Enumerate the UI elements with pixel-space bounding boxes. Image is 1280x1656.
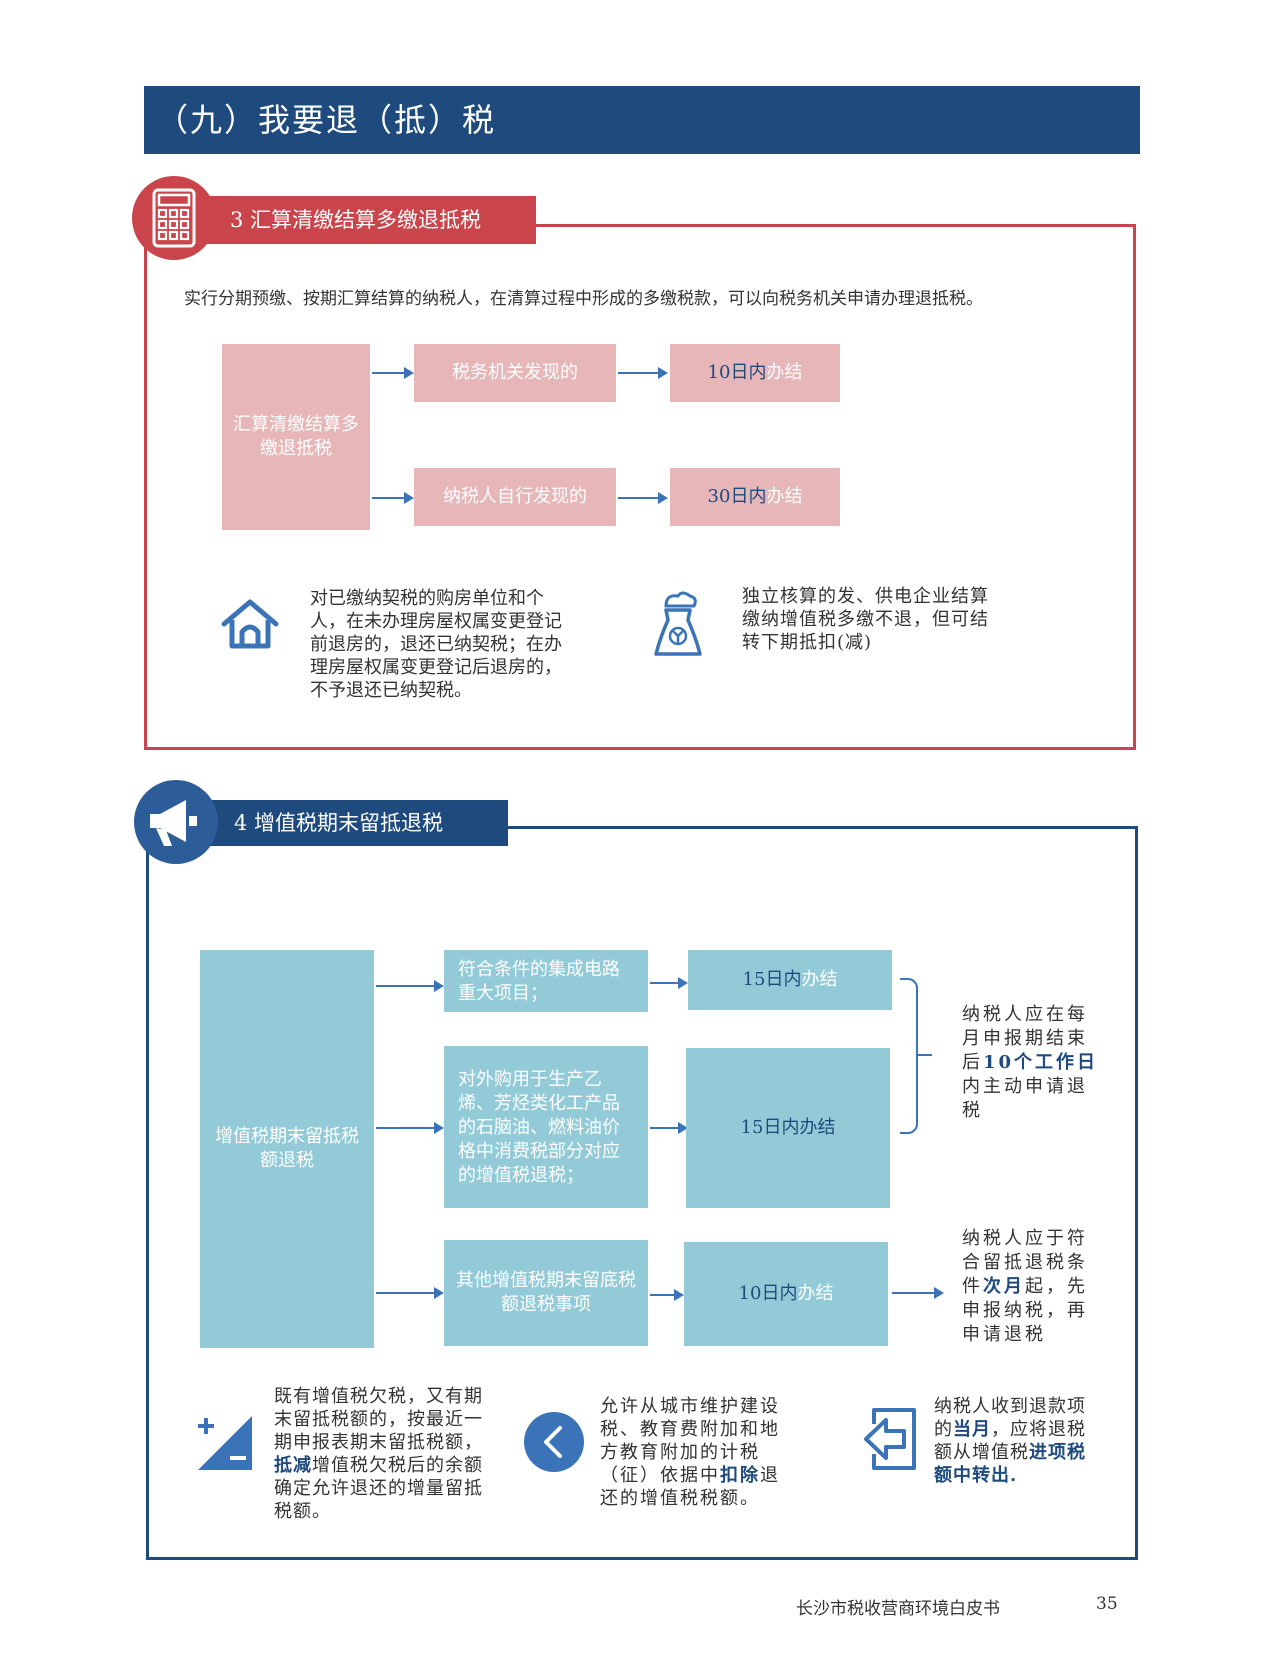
note-highlight: 次月 [983, 1276, 1025, 1297]
vat-result-box: 15日内办结 [686, 1048, 890, 1208]
flow-arrow [376, 980, 444, 992]
note-highlight: 扣除 [720, 1465, 760, 1486]
group-bracket [900, 978, 918, 1134]
offset-arrears-note: 既有增值税欠税，又有期末留抵税额的，按最近一期申报表期末留抵税额，抵减增值税欠税… [274, 1385, 494, 1523]
flow-arrow [372, 367, 414, 379]
note-text: 增值税欠税后的余额确定允许退还的增量留抵税额。 [274, 1455, 483, 1522]
vat-item-box: 对外购用于生产乙烯、芳烃类化工产品的石脑油、燃料油价格中消费税部分对应的增值税退… [444, 1046, 648, 1208]
plus-minus-icon [194, 1412, 256, 1474]
flow-arrow [650, 1289, 684, 1301]
vat-source-label: 增值税期末留抵税额退税 [215, 1126, 359, 1171]
flow-arrow [892, 1287, 944, 1299]
flow-arrow [650, 977, 688, 989]
book-title: 长沙市税收营商环境白皮书 [796, 1599, 1000, 1619]
section-4-title: 4 增值税期末留抵退税 [200, 800, 508, 846]
vat-item-box: 符合条件的集成电路重大项目； [444, 950, 648, 1012]
note-text: 允许从城市维护建设税、教育费附加和地方教育附加的计税（征）依据中 [600, 1396, 780, 1486]
flow-result-box: 10日内办结 [670, 344, 840, 402]
note-highlight: 10个工作日 [983, 1052, 1099, 1073]
flow-source-box: 汇算清缴结算多缴退抵税 [222, 344, 370, 530]
vat-item-box: 其他增值税期末留底税额退税事项 [444, 1240, 648, 1346]
vat-result-box: 10日内办结 [684, 1242, 888, 1346]
deadline-days: 15日内 [742, 969, 802, 990]
flow-arrow [618, 367, 668, 379]
flow-branch-box: 税务机关发现的 [414, 344, 616, 402]
page-title: （九）我要退（抵）税 [144, 86, 1140, 154]
vat-result-box: 15日内办结 [688, 950, 892, 1010]
deadline-suffix: 办结 [801, 969, 838, 990]
flow-arrow [376, 1122, 444, 1134]
flow-arrow [376, 1287, 444, 1299]
flow-branch-label: 纳税人自行发现的 [443, 486, 587, 507]
deadline-suffix: 办结 [766, 486, 803, 507]
note-text: 纳税人应在每月申报期结束后 [962, 1004, 1088, 1073]
note-text: 内主动申请退税 [962, 1076, 1088, 1121]
deadline-days: 10日内 [707, 362, 767, 383]
house-icon [220, 598, 280, 650]
deadline-days: 30日内 [707, 486, 767, 507]
section-3-title: 3 汇算清缴结算多缴退抵税 [200, 196, 536, 244]
note-text: 退还的增值税税额。 [600, 1465, 780, 1509]
deadline-days: 10日内 [738, 1283, 798, 1304]
power-plant-icon [650, 590, 706, 658]
deadline-suffix: 办结 [797, 1283, 834, 1304]
flow-arrow [618, 492, 668, 504]
note-text: ，应将退税额从增值税 [934, 1419, 1086, 1463]
note-text: . [1010, 1465, 1018, 1486]
megaphone-icon [134, 780, 218, 864]
house-refund-note: 对已缴纳契税的购房单位和个人，在未办理房屋权属变更登记前退房的，退还已纳契税；在… [310, 588, 562, 701]
deduct-basis-note: 允许从城市维护建设税、教育费附加和地方教育附加的计税（征）依据中扣除退还的增值税… [600, 1395, 794, 1510]
page-number: 35 [1096, 1594, 1118, 1614]
vat-source-box: 增值税期末留抵税额退税 [200, 950, 374, 1348]
section-4-frame [146, 826, 1138, 1560]
note-highlight: 抵减 [274, 1455, 312, 1476]
vat-item-label: 对外购用于生产乙烯、芳烃类化工产品的石脑油、燃料油价格中消费税部分对应的增值税退… [458, 1069, 620, 1186]
bracket-tick [916, 1054, 932, 1056]
deadline-suffix: 办结 [799, 1117, 836, 1138]
vat-item-label: 符合条件的集成电路重大项目； [458, 959, 620, 1004]
flow-arrow [650, 1122, 688, 1134]
note-text: 纳税人收到退款项的 [934, 1396, 1086, 1440]
chevron-left-icon [524, 1412, 584, 1472]
section-3-intro: 实行分期预缴、按期汇算结算的纳税人，在清算过程中形成的多缴税款，可以向税务机关申… [184, 289, 983, 309]
transfer-out-icon [860, 1404, 920, 1474]
vat-item-label: 其他增值税期末留底税额退税事项 [456, 1270, 636, 1315]
transfer-out-note: 纳税人收到退款项的当月，应将退税额从增值税进项税额中转出. [934, 1395, 1094, 1487]
power-company-note: 独立核算的发、供电企业结算缴纳增值税多缴不退，但可结转下期抵扣(减) [742, 586, 989, 653]
note-highlight: 进项税额中转出 [934, 1442, 1086, 1486]
deadline-days: 15日内 [740, 1117, 800, 1138]
note-text: 起，先申报纳税，再申请退税 [962, 1276, 1088, 1345]
flow-result-box: 30日内办结 [670, 468, 840, 526]
calculator-icon [132, 176, 216, 260]
flow-source-label: 汇算清缴结算多缴退抵税 [233, 414, 359, 459]
section-3-frame [144, 224, 1136, 750]
next-month-note: 纳税人应于符合留抵退税条件次月起，先申报纳税，再申请退税 [962, 1227, 1102, 1347]
flow-branch-box: 纳税人自行发现的 [414, 468, 616, 526]
deadline-suffix: 办结 [766, 362, 803, 383]
flow-branch-label: 税务机关发现的 [452, 362, 578, 383]
flow-arrow [372, 492, 414, 504]
monthly-apply-note: 纳税人应在每月申报期结束后10个工作日内主动申请退税 [962, 1003, 1102, 1123]
note-highlight: 当月 [953, 1419, 991, 1440]
note-text: 纳税人应于符合留抵退税条件 [962, 1228, 1088, 1297]
note-text: 既有增值税欠税，又有期末留抵税额的，按最近一期申报表期末留抵税额， [274, 1386, 483, 1453]
